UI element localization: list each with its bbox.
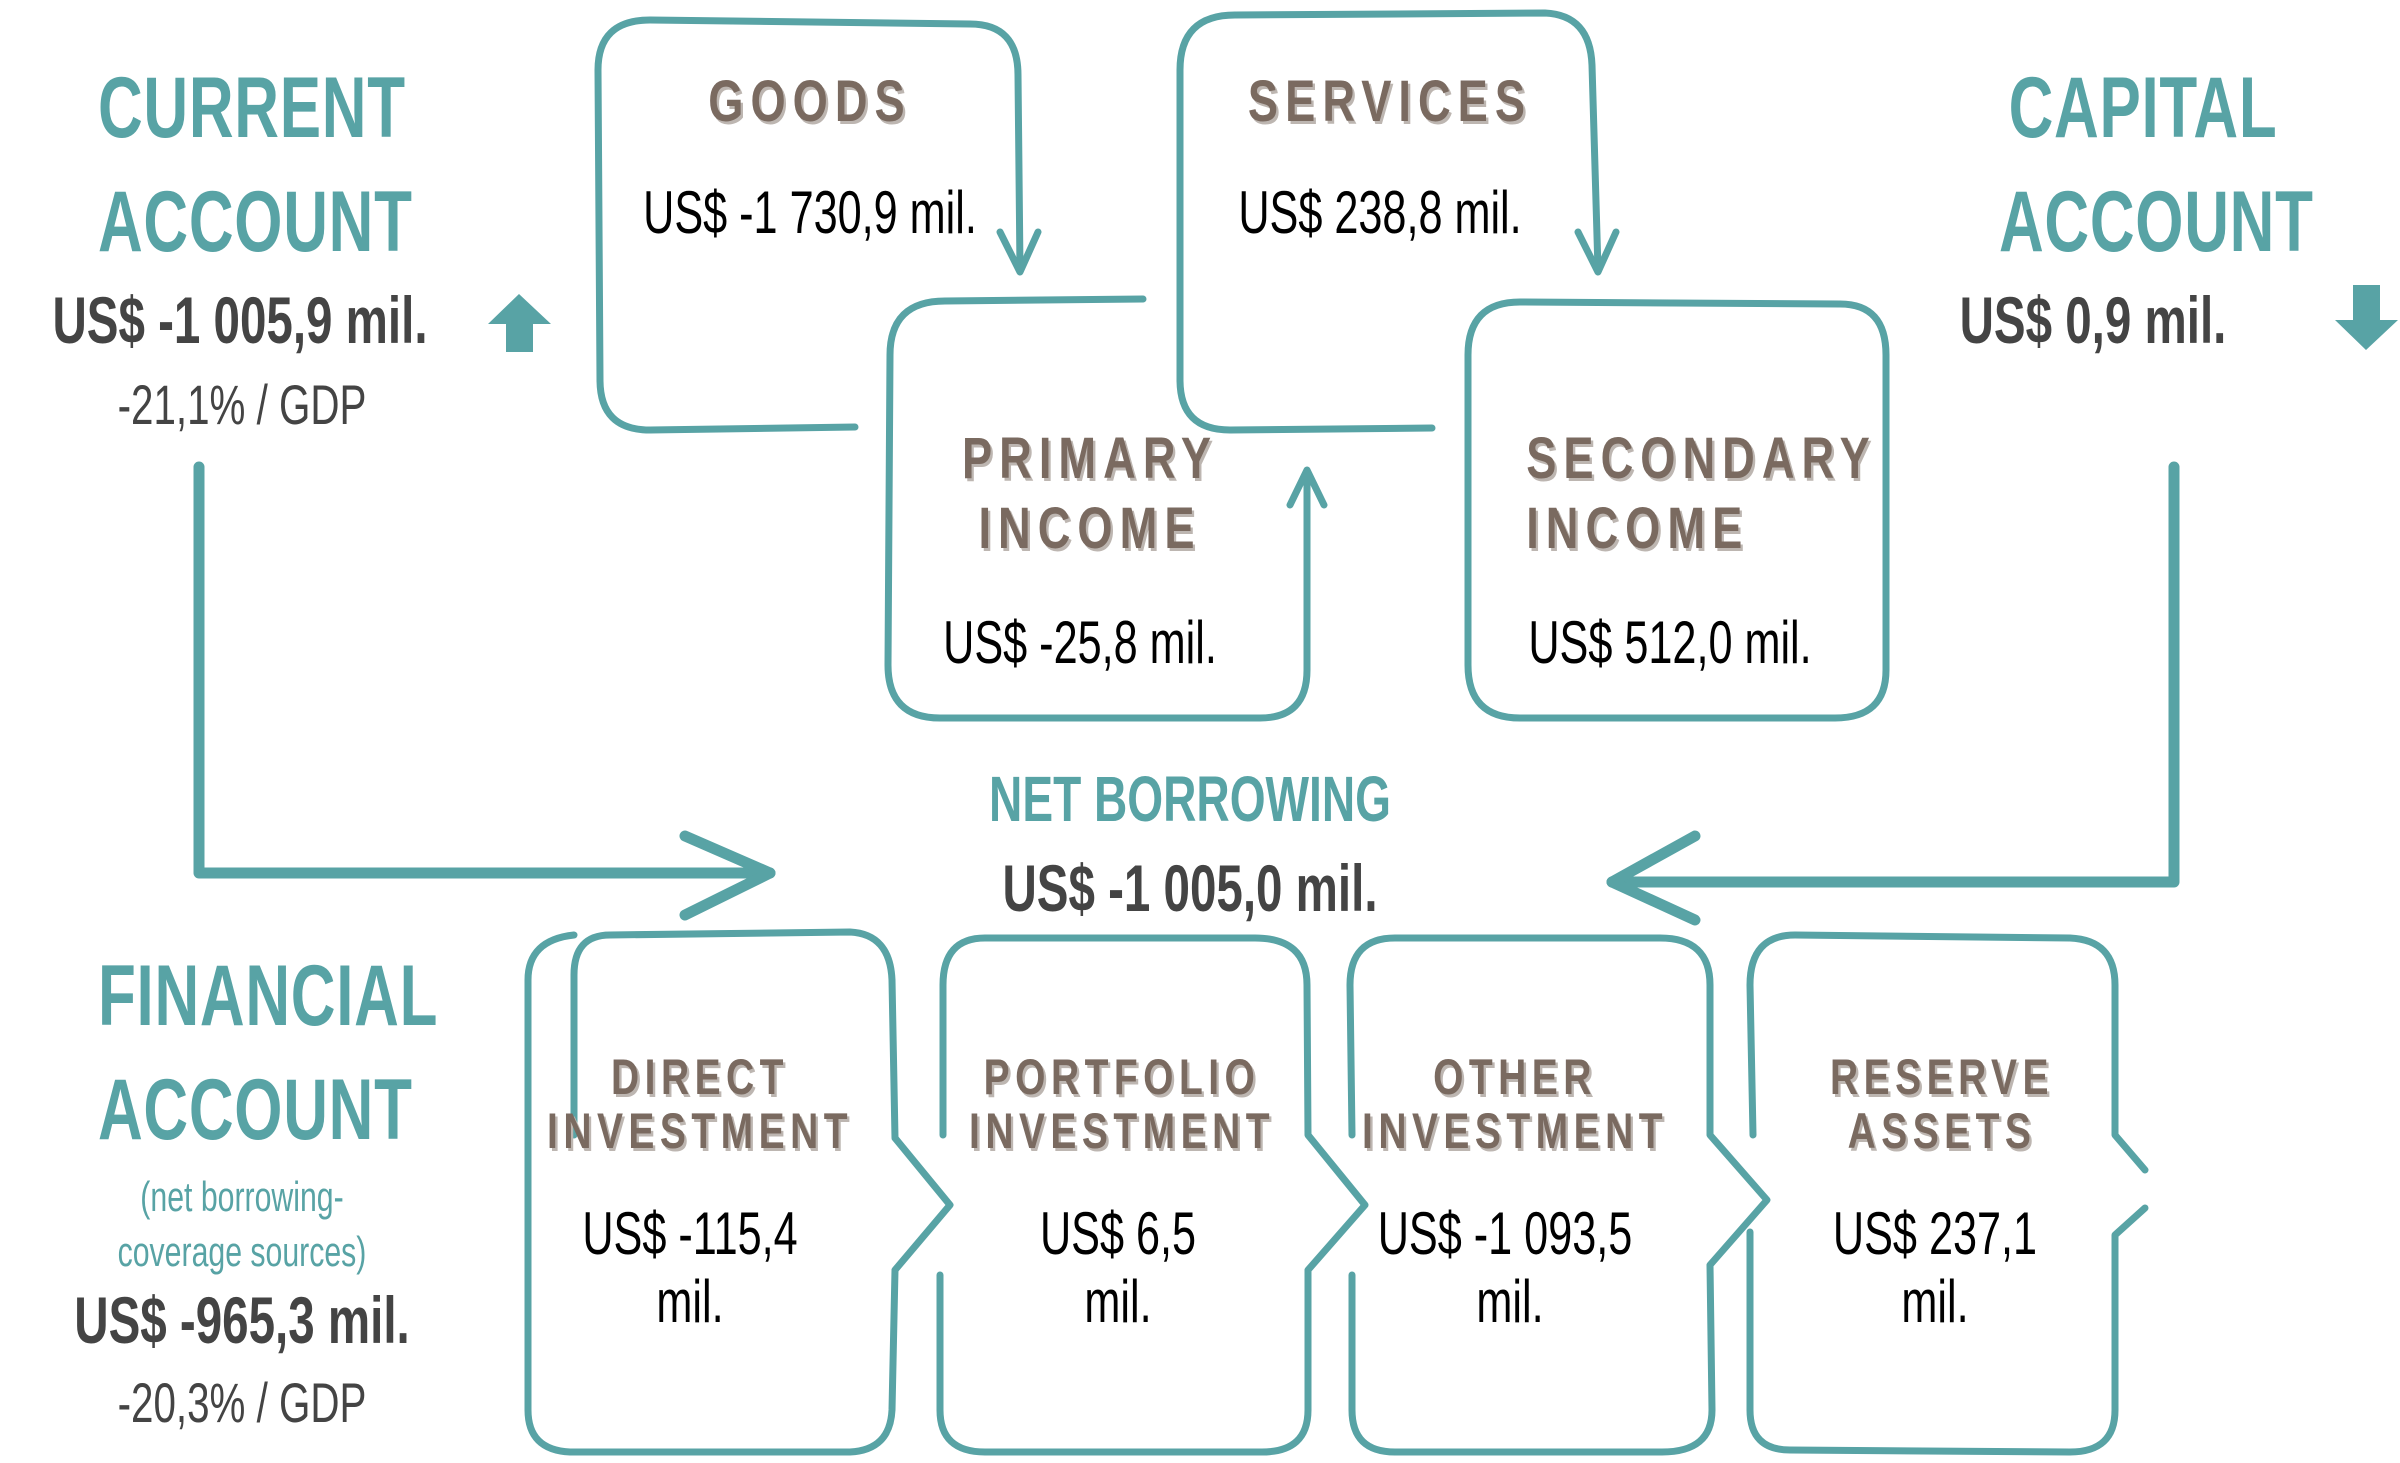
current-to-netborrowing-line xyxy=(193,461,776,879)
services-value: US$ 238,8 mil. xyxy=(1238,179,1522,246)
services-box-outline xyxy=(1176,9,1602,434)
financial-account-title-2: ACCOUNT xyxy=(98,1062,413,1158)
primary-arrow-head xyxy=(1286,466,1328,509)
current-account-title-1: CURRENT xyxy=(98,60,406,156)
capital-account-title-2: ACCOUNT xyxy=(1999,174,2314,270)
other-box-outline xyxy=(1346,934,1771,1456)
primary-income-title-2: INCOME xyxy=(978,496,1202,561)
secondary-income-title-1: SECONDARY xyxy=(1526,426,1877,491)
financial-account-value: US$ -965,3 mil. xyxy=(74,1283,410,1357)
capital-account-title-1: CAPITAL xyxy=(2008,60,2278,156)
direct-investment-value-1: US$ -115,4 xyxy=(582,1200,798,1267)
current-account-title-2: ACCOUNT xyxy=(98,174,413,270)
portfolio-box-outline xyxy=(936,934,1369,1456)
capital-arrow-head xyxy=(1606,830,1701,926)
capital-to-netborrowing-line xyxy=(1606,461,2180,888)
direct-investment-title-2: INVESTMENT xyxy=(547,1103,853,1159)
arrow-down-icon xyxy=(2335,285,2398,350)
goods-title: GOODS xyxy=(708,69,912,134)
primary-income-value: US$ -25,8 mil. xyxy=(943,609,1217,676)
reserve-assets-title-1: RESERVE xyxy=(1830,1049,2054,1105)
current-arrow-head xyxy=(679,830,776,921)
net-borrowing-value: US$ -1 005,0 mil. xyxy=(1002,851,1378,925)
goods-box-outline xyxy=(594,16,1024,434)
financial-account-title-1: FINANCIAL xyxy=(98,948,439,1044)
services-title: SERVICES xyxy=(1247,69,1533,134)
portfolio-investment-title-1: PORTFOLIO xyxy=(983,1049,1261,1105)
primary-box-outline xyxy=(884,295,1311,722)
reserve-assets-title-2: ASSETS xyxy=(1847,1103,2037,1159)
reserve-assets-value-1: US$ 237,1 xyxy=(1832,1200,2038,1267)
portfolio-investment-title-2: INVESTMENT xyxy=(969,1103,1275,1159)
current-account-value: US$ -1 005,9 mil. xyxy=(52,283,428,357)
direct-investment-value-2: mil. xyxy=(656,1268,724,1335)
capital-account-value: US$ 0,9 mil. xyxy=(1959,283,2227,357)
direct-investment-title-1: DIRECT xyxy=(611,1049,789,1105)
primary-income-title-1: PRIMARY xyxy=(961,426,1219,491)
direct-box-outline xyxy=(524,928,954,1456)
other-investment-value-1: US$ -1 093,5 xyxy=(1377,1200,1633,1267)
secondary-income-title-2: INCOME xyxy=(1526,496,1750,561)
financial-account-note-2: coverage sources) xyxy=(117,1228,367,1275)
current-account-gdp: -21,1% / GDP xyxy=(117,373,367,436)
financial-account-gdp: -20,3% / GDP xyxy=(117,1371,367,1434)
portfolio-investment-value-1: US$ 6,5 xyxy=(1039,1200,1197,1267)
other-investment-value-2: mil. xyxy=(1476,1268,1544,1335)
portfolio-investment-value-2: mil. xyxy=(1084,1268,1152,1335)
other-investment-title-2: INVESTMENT xyxy=(1362,1103,1668,1159)
reserve-assets-value-2: mil. xyxy=(1901,1268,1969,1335)
other-investment-title-1: OTHER xyxy=(1433,1049,1597,1105)
arrow-up-icon xyxy=(488,294,551,352)
financial-account-note-1: (net borrowing- xyxy=(140,1173,344,1220)
net-borrowing-title: NET BORROWING xyxy=(989,763,1391,835)
secondary-box-outline xyxy=(1464,298,1890,722)
goods-value: US$ -1 730,9 mil. xyxy=(643,179,977,246)
reserve-box-outline xyxy=(1746,931,2149,1456)
goods-arrow-head xyxy=(996,228,1042,276)
services-arrow-head xyxy=(1574,228,1620,276)
secondary-income-value: US$ 512,0 mil. xyxy=(1528,609,1812,676)
